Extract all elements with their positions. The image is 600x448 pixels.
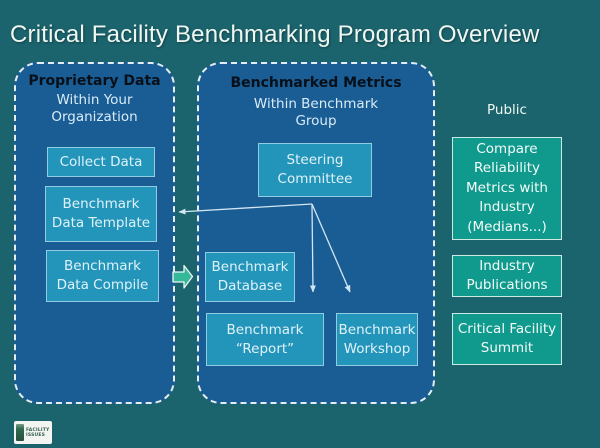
- slide-title: Critical Facility Benchmarking Program O…: [10, 21, 540, 48]
- benchmarked-panel-header: Benchmarked Metrics: [230, 75, 402, 91]
- benchmark-database-box: Benchmark Database: [205, 252, 295, 302]
- benchmark-data-compile-box: Benchmark Data Compile: [46, 250, 159, 302]
- benchmarked-panel-subheader: Within Benchmark Group: [253, 96, 379, 129]
- flow-arrow-icon: [172, 264, 194, 289]
- facility-issues-logo-text: FACILITY ISSUES: [26, 427, 50, 438]
- steering-committee-box: Steering Committee: [258, 143, 372, 197]
- industry-publications-box: Industry Publications: [452, 255, 562, 297]
- compare-reliability-metrics-box: Compare Reliability Metrics with Industr…: [452, 137, 562, 240]
- public-section-header: Public: [487, 102, 527, 118]
- benchmark-report-box: Benchmark “Report”: [206, 313, 324, 366]
- proprietary-panel-header: Proprietary Data: [28, 73, 161, 89]
- facility-issues-mark-icon: [16, 424, 24, 441]
- facility-issues-logo: FACILITY ISSUES: [14, 421, 52, 444]
- benchmark-data-template-box: Benchmark Data Template: [45, 186, 157, 242]
- collect-data-box: Collect Data: [47, 147, 155, 177]
- benchmark-workshop-box: Benchmark Workshop: [336, 313, 418, 366]
- proprietary-panel-subheader: Within Your Organization: [51, 92, 138, 125]
- critical-facility-summit-box: Critical Facility Summit: [452, 313, 562, 365]
